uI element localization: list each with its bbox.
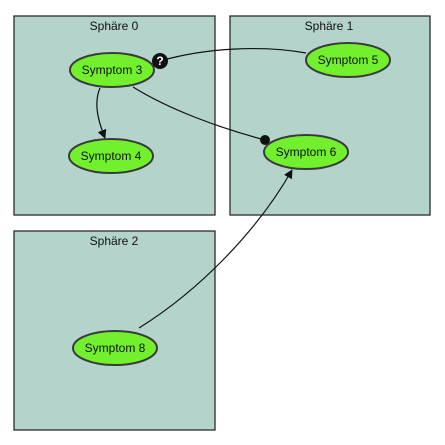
node-symptom-8-label: Symptom 8 (85, 341, 146, 355)
node-symptom-6-shape (263, 134, 349, 170)
node-symptom-5[interactable]: Symptom 5 (305, 42, 391, 78)
sphere-1-label: Sphäre 1 (305, 19, 354, 33)
question-marker-glyph: ? (156, 54, 163, 68)
sphere-2-box (13, 230, 216, 431)
node-symptom-3-shape (69, 52, 155, 88)
node-symptom-6-label: Symptom 6 (276, 145, 337, 159)
node-symptom-3[interactable]: Symptom 3 (69, 52, 155, 88)
sphere-2[interactable]: Sphäre 2 (13, 230, 216, 431)
node-symptom-5-label: Symptom 5 (318, 53, 379, 67)
question-marker-icon: ? (152, 53, 168, 69)
node-symptom-8-shape (72, 330, 158, 366)
edge-symptom3-to-symptom6[interactable] (132, 86, 266, 141)
node-symptom-4-shape (68, 138, 154, 174)
edge-symptom3-to-symptom4[interactable] (96, 87, 107, 139)
dot-marker-icon (260, 135, 270, 145)
sphere-0[interactable]: Sphäre 0 (13, 15, 216, 216)
node-symptom-5-shape (305, 42, 391, 78)
node-symptom-4[interactable]: Symptom 4 (68, 138, 154, 174)
node-symptom-6[interactable]: Symptom 6 (263, 134, 349, 170)
sphere-2-label: Sphäre 2 (90, 234, 139, 248)
edge-symptom8-to-symptom6[interactable] (138, 169, 293, 329)
node-symptom-3-label: Symptom 3 (82, 63, 143, 77)
node-symptom-8[interactable]: Symptom 8 (72, 330, 158, 366)
sphere-0-label: Sphäre 0 (90, 19, 139, 33)
node-symptom-4-label: Symptom 4 (81, 149, 142, 163)
edge-symptom5-to-symptom3[interactable] (159, 47, 307, 62)
sphere-0-box (13, 15, 216, 216)
